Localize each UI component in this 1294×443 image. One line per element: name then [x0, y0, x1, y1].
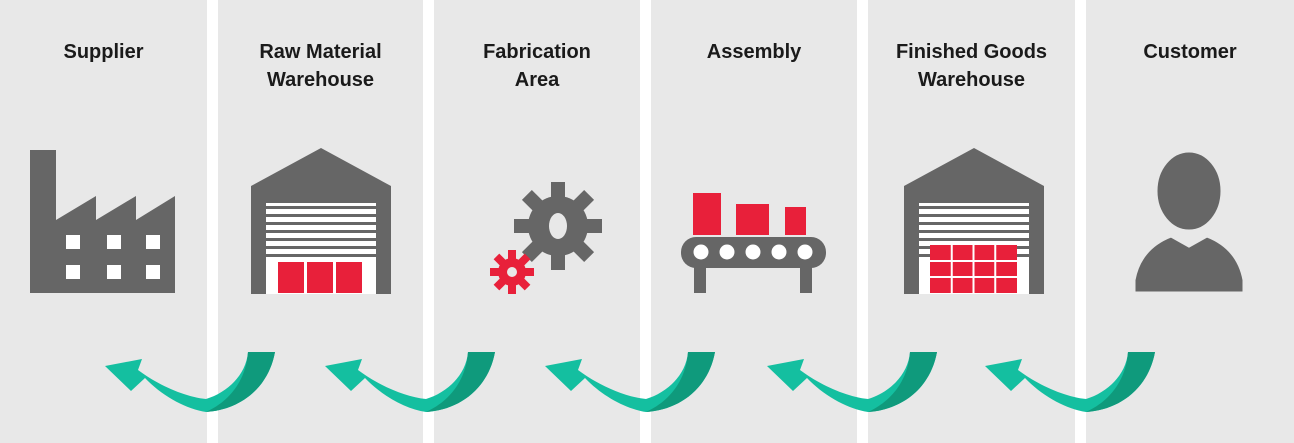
- conveyor-icon: [681, 193, 826, 293]
- stage-title-finished-goods-warehouse: Finished Goods Warehouse: [895, 41, 1048, 91]
- stage-title-customer: Customer: [1143, 41, 1237, 63]
- stage-title-supplier: Supplier: [63, 41, 144, 63]
- warehouse-icon: [251, 148, 391, 294]
- stage-title-fabrication-area: Fabrication Area: [483, 41, 591, 91]
- flow-arrow: [767, 352, 937, 412]
- flow-arrow: [105, 352, 275, 412]
- flow-arrow: [325, 352, 495, 412]
- stage-title-raw-material-warehouse: Raw Material Warehouse: [259, 41, 382, 91]
- stage-title-assembly: Assembly: [706, 41, 802, 63]
- warehouse-icon: [904, 148, 1044, 294]
- flow-arrow: [985, 352, 1155, 412]
- person-icon: [1132, 149, 1246, 295]
- gears-icon: [490, 182, 602, 294]
- factory-icon: [30, 150, 175, 293]
- flow-arrow: [545, 352, 715, 412]
